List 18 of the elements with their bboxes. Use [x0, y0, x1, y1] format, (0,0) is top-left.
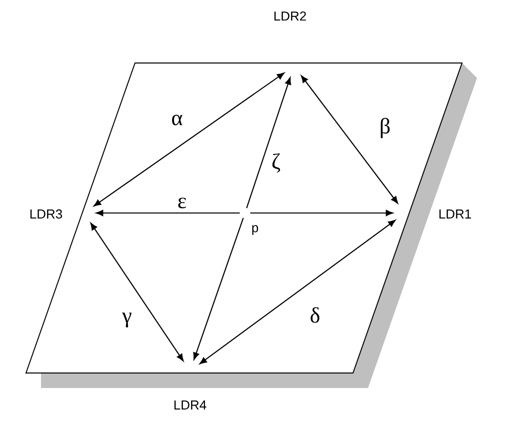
sensor-label: LDR3 — [30, 209, 62, 219]
edge-label: δ — [310, 307, 320, 323]
arrow — [246, 77, 292, 208]
arrow — [250, 210, 394, 216]
sensor-label: LDR1 — [439, 210, 471, 218]
edge-label: β — [380, 118, 390, 138]
edge-label: γ — [121, 312, 133, 328]
edge-label: α — [172, 114, 182, 126]
arrow — [199, 220, 396, 364]
arrow — [193, 218, 244, 360]
sensor-label: LDR2 — [274, 11, 306, 21]
arrow — [96, 210, 240, 216]
sensor-label: LDR4 — [174, 400, 206, 410]
arrow — [90, 222, 184, 362]
edge-label: ε — [178, 198, 186, 208]
sensor-label: p — [252, 225, 258, 235]
arrow — [94, 72, 284, 206]
arrow — [300, 75, 398, 204]
